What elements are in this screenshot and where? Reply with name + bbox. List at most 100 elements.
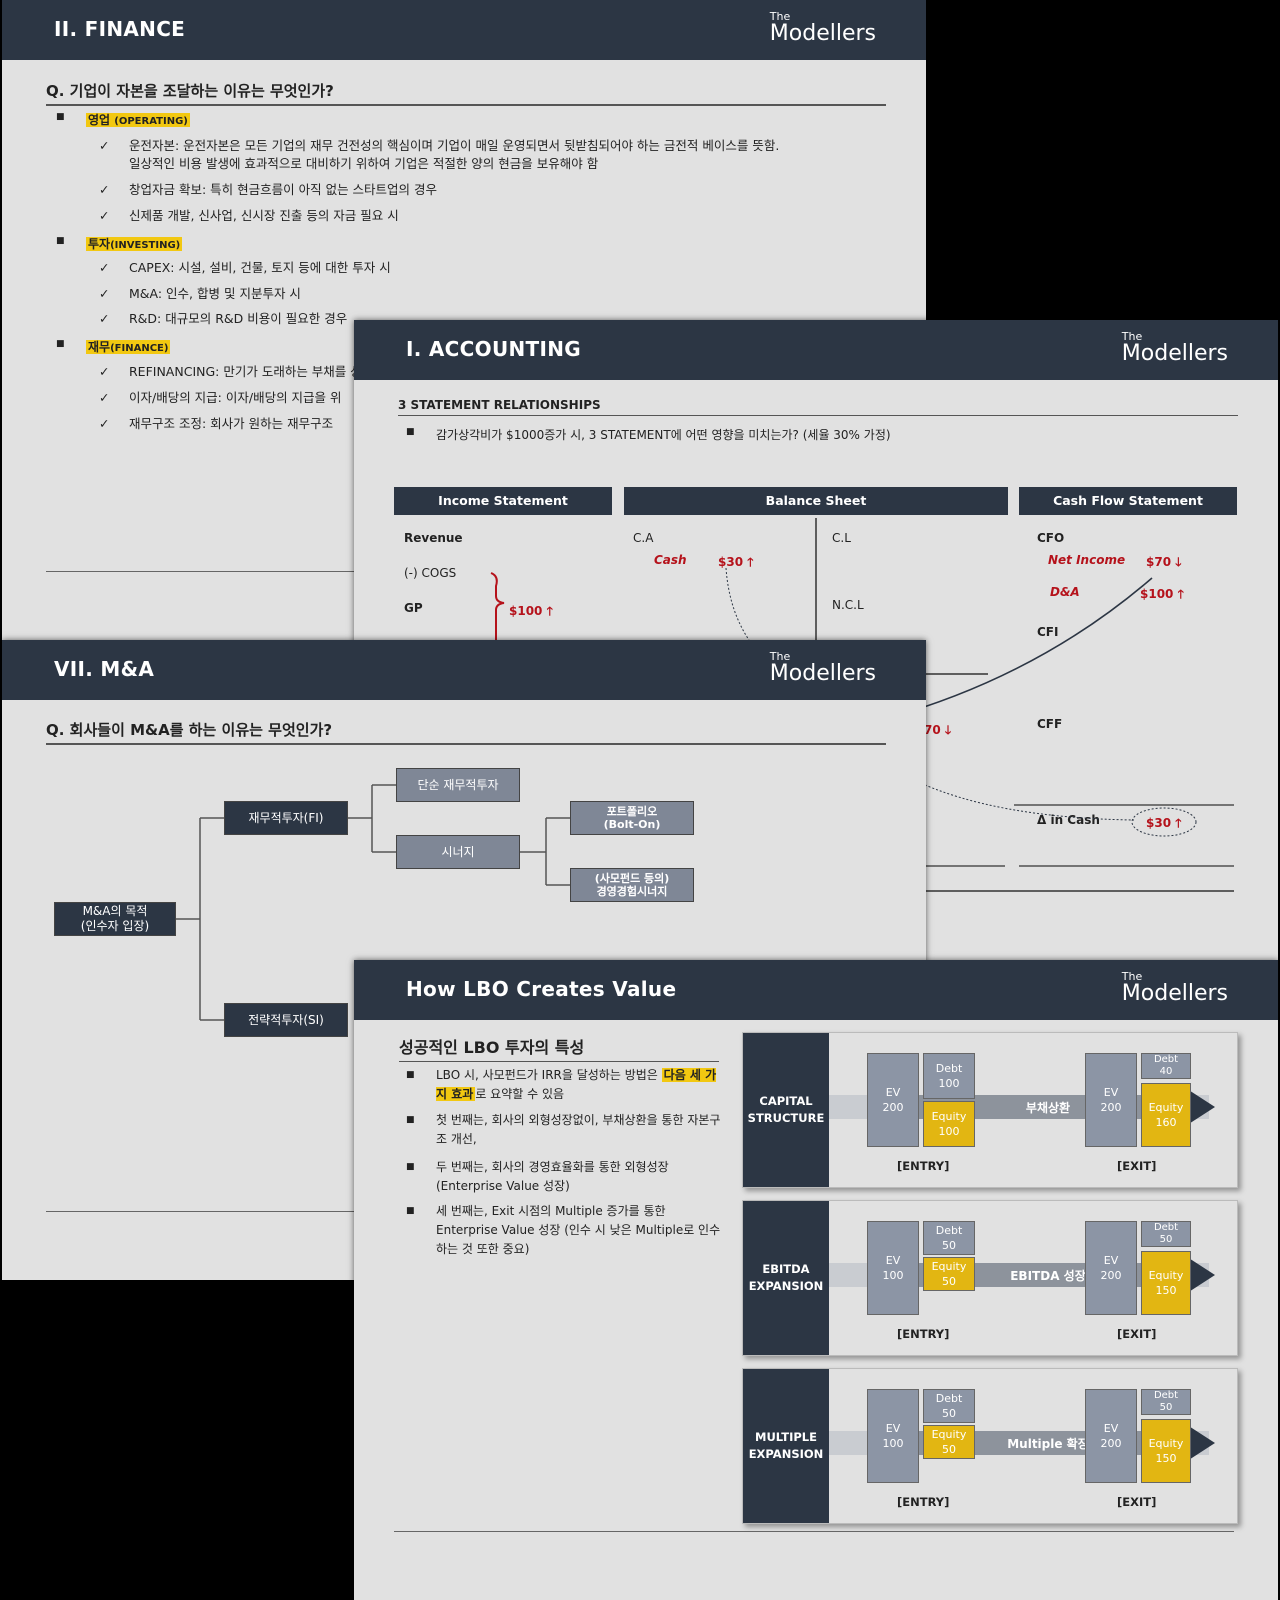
entry-debt-block: Debt 50 bbox=[923, 1221, 975, 1255]
finance-section-operating: ■영업 (OPERATING) bbox=[56, 112, 190, 127]
entry-equity-block: Equity 100 bbox=[923, 1101, 975, 1147]
lbo-panel-side: EBITDA EXPANSION bbox=[743, 1201, 829, 1355]
lbo-bullet: ■세 번째는, Exit 시점의 Multiple 증가를 통한 Enterpr… bbox=[406, 1204, 721, 1256]
is-cogs: (-) COGS bbox=[404, 566, 457, 580]
is-value: $100 🡑 bbox=[509, 604, 553, 618]
exit-equity-block: Equity 150 bbox=[1141, 1419, 1191, 1483]
bs-cl: C.L bbox=[832, 531, 851, 545]
partial-value: 70 🡓 bbox=[924, 723, 952, 737]
entry-ev-block: EV 200 bbox=[867, 1053, 919, 1147]
exit-ev-block: EV 200 bbox=[1085, 1053, 1137, 1147]
accounting-subtitle: 3 STATEMENT RELATIONSHIPS bbox=[398, 398, 1238, 416]
ma-fi-box: 재무적투자(FI) bbox=[224, 801, 348, 835]
entry-equity-block: Equity 50 bbox=[923, 1257, 975, 1291]
bs-cash: Cash bbox=[654, 553, 687, 567]
finance-item: ✓운전자본: 운전자본은 모든 기업의 재무 건전성의 핵심이며 기업이 매일 … bbox=[99, 138, 780, 153]
finance-item: 일상적인 비용 발생에 효과적으로 대비하기 위하여 기업은 적절한 양의 현금… bbox=[129, 156, 599, 171]
ma-synergy-box: 시너지 bbox=[396, 835, 520, 869]
up-arrow-icon: 🡑 bbox=[747, 555, 754, 569]
down-arrow-icon: 🡓 bbox=[1175, 555, 1182, 569]
finance-title: II. FINANCE bbox=[54, 17, 186, 41]
col-balance-sheet: Balance Sheet bbox=[624, 487, 1008, 515]
cf-cfi: CFI bbox=[1037, 625, 1059, 639]
lbo-title: How LBO Creates Value bbox=[406, 977, 677, 1001]
exit-tag: [EXIT] bbox=[1117, 1495, 1157, 1509]
lbo-bullet: ■두 번째는, 회사의 경영효율화를 통한 외형성장 (Enterprise V… bbox=[406, 1160, 669, 1193]
lbo-panel-side: MULTIPLE EXPANSION bbox=[743, 1369, 829, 1523]
finance-item: ✓M&A: 인수, 합병 및 지분투자 시 bbox=[99, 286, 301, 301]
cf-cash-value: $30 🡑 bbox=[1146, 816, 1182, 830]
cf-cfo: CFO bbox=[1037, 531, 1065, 545]
col-income-statement: Income Statement bbox=[394, 487, 612, 515]
entry-tag: [ENTRY] bbox=[897, 1327, 950, 1341]
ma-root-box: M&A의 목적 (인수자 입장) bbox=[54, 902, 176, 936]
up-arrow-icon: 🡑 bbox=[1177, 587, 1184, 601]
bs-cash-value: $30 🡑 bbox=[718, 555, 754, 569]
entry-ev-block: EV 100 bbox=[867, 1221, 919, 1315]
entry-tag: [ENTRY] bbox=[897, 1159, 950, 1173]
exit-tag: [EXIT] bbox=[1117, 1159, 1157, 1173]
finance-item: ✓재무구조 조정: 회사가 원하는 재무구조 bbox=[99, 416, 334, 431]
finance-item: ✓이자/배당의 지급: 이자/배당의 지급을 위 bbox=[99, 390, 342, 405]
col-cash-flow: Cash Flow Statement bbox=[1019, 487, 1237, 515]
down-arrow-icon: 🡓 bbox=[944, 723, 952, 737]
ma-tree-lines bbox=[176, 784, 570, 1021]
lbo-heading: 성공적인 LBO 투자의 특성 bbox=[399, 1034, 719, 1062]
entry-debt-block: Debt 100 bbox=[923, 1053, 975, 1099]
finance-item: ✓REFINANCING: 만기가 도래하는 부채를 상 bbox=[99, 364, 362, 379]
cf-cff: CFF bbox=[1037, 717, 1063, 731]
accounting-title: I. ACCOUNTING bbox=[406, 337, 581, 361]
finance-item: ✓창업자금 확보: 특히 현금흐름이 아직 없는 스타트업의 경우 bbox=[99, 182, 438, 197]
finance-question: Q. 기업이 자본을 조달하는 이유는 무엇인가? bbox=[46, 80, 886, 106]
exit-debt-block: Debt 50 bbox=[1141, 1389, 1191, 1415]
cf-da: D&A bbox=[1050, 585, 1080, 599]
up-arrow-icon: 🡑 bbox=[546, 604, 553, 618]
exit-ev-block: EV 200 bbox=[1085, 1221, 1137, 1315]
lbo-arrow-label: EBITDA 성장 bbox=[1010, 1269, 1086, 1283]
entry-debt-block: Debt 50 bbox=[923, 1389, 975, 1423]
exit-debt-block: Debt 50 bbox=[1141, 1221, 1191, 1247]
finance-section-finance: ■재무(FINANCE) bbox=[56, 339, 171, 354]
bs-ca: C.A bbox=[633, 531, 654, 545]
up-arrow-icon: 🡑 bbox=[1175, 816, 1182, 830]
finance-item: ✓신제품 개발, 신사업, 신시장 진출 등의 자금 필요 시 bbox=[99, 208, 399, 223]
ma-question: Q. 회사들이 M&A를 하는 이유는 무엇인가? bbox=[46, 719, 886, 745]
is-gp: GP bbox=[404, 601, 423, 615]
ma-title: VII. M&A bbox=[54, 657, 155, 681]
bs-ncl: N.C.L bbox=[832, 598, 864, 612]
cf-delta-cash: Δ in Cash bbox=[1037, 813, 1100, 827]
is-revenue: Revenue bbox=[404, 531, 463, 545]
lbo-panel-side: CAPITAL STRUCTURE bbox=[743, 1033, 829, 1187]
entry-tag: [ENTRY] bbox=[897, 1495, 950, 1509]
ma-simple-box: 단순 재무적투자 bbox=[396, 768, 520, 802]
finance-item: ✓R&D: 대규모의 R&D 비용이 필요한 경우 bbox=[99, 311, 348, 326]
exit-equity-block: Equity 160 bbox=[1141, 1083, 1191, 1147]
lbo-footer-line bbox=[394, 1531, 1234, 1532]
exit-tag: [EXIT] bbox=[1117, 1327, 1157, 1341]
ma-portfolio-box: 포트폴리오 (Bolt-On) bbox=[570, 801, 694, 835]
entry-ev-block: EV 100 bbox=[867, 1389, 919, 1483]
ma-mgmt-box: (사모펀드 등의) 경영경험시너지 bbox=[570, 868, 694, 902]
cf-net-income: Net Income bbox=[1048, 553, 1126, 567]
cf-net-income-value: $70 🡓 bbox=[1146, 555, 1182, 569]
exit-equity-block: Equity 150 bbox=[1141, 1251, 1191, 1315]
exit-debt-block: Debt 40 bbox=[1141, 1053, 1191, 1079]
ma-si-box: 전략적투자(SI) bbox=[224, 1003, 348, 1037]
finance-section-investing: ■투자(INVESTING) bbox=[56, 236, 183, 251]
finance-item: ✓CAPEX: 시설, 설비, 건물, 토지 등에 대한 투자 시 bbox=[99, 260, 391, 275]
lbo-arrow-label: 부채상환 bbox=[1025, 1101, 1071, 1115]
exit-ev-block: EV 200 bbox=[1085, 1389, 1137, 1483]
accounting-bullet: ■감가상각비가 $1000증가 시, 3 STATEMENT에 어떤 영향을 미… bbox=[406, 427, 891, 442]
